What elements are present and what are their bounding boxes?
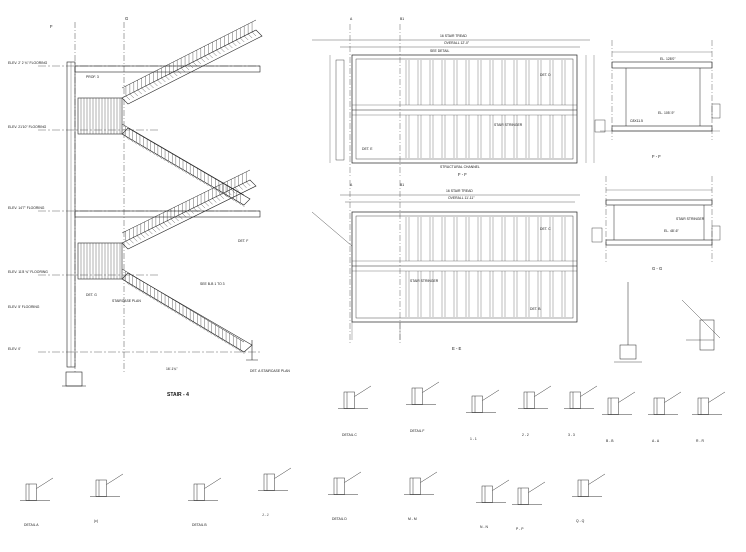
plan-top-grid-b1: B1	[400, 17, 404, 21]
detail-s-s	[614, 282, 642, 363]
detail-label: R - R	[696, 439, 704, 443]
section-f-label: F - F	[652, 154, 661, 159]
plan-bot-section-label: E - E	[452, 346, 462, 351]
elevation-level-label: ELEV. 5' FLOORING	[8, 305, 40, 309]
elevation-level-label: ELEV. 0'	[8, 347, 21, 351]
detail-label: J - J	[262, 513, 269, 517]
stair-elevation	[38, 19, 263, 387]
detail-label: 2 - 2	[522, 433, 529, 437]
section-g-note-2: STAIR STRINGER	[676, 217, 705, 221]
section-f-note-3: C8X11.5	[630, 119, 643, 123]
section-g-g	[591, 176, 721, 262]
plan-top-note-6: STRUCTURAL CHANNEL	[440, 165, 480, 169]
elev-note-prof: PROF. 3	[86, 75, 99, 79]
elevation-level-label: ELEV. 21'10" FLOORING	[8, 125, 47, 129]
elevation-level-label: ELEV. 11'8 ¾" FLOORING	[8, 270, 48, 274]
plan-top-note-4: DET. D	[540, 73, 551, 77]
plan-top-note-2: OVERALL 12'-0"	[444, 41, 470, 45]
plan-bot-note-5: STAIR STRINGER	[410, 279, 439, 283]
plan-top-grid-a: A	[350, 17, 353, 21]
detail-label: (c)	[94, 519, 98, 523]
elev-bottom-label: DET. A STAIRCASE PLAN	[250, 369, 290, 373]
detail-r-r	[681, 299, 721, 351]
plan-top-note-5: DET. E	[362, 147, 373, 151]
detail-label: DETAIL A	[24, 523, 39, 527]
elev-note-staircase-plan: STAIRCASE PLAN	[112, 299, 141, 303]
section-g-note-1: EL. 48'-6"	[664, 229, 679, 233]
plan-top-note-3: SEE DETAIL	[430, 49, 449, 53]
plan-top-note-1: 16 STAIR TREAD	[440, 34, 467, 38]
detail-label: A - A	[652, 439, 660, 443]
plan-bot-note-1: 16 STAIR TREAD	[446, 189, 473, 193]
elevation-level-label: ELEV. 14'7" FLOORING	[8, 206, 45, 210]
section-f-note-2: EL. 105'-9"	[658, 111, 675, 115]
plan-bot-grid-a: A	[350, 183, 353, 187]
plan-bot-note-2: OVERALL 11'-11"	[448, 196, 475, 200]
detail-label: Q - Q	[576, 519, 585, 523]
grid-label-f: F	[50, 24, 53, 29]
elev-note-see-bb: SEE B-B 1 TO 3	[200, 282, 225, 286]
detail-label: N - N	[480, 525, 488, 529]
plan-bot-note-4: DET. B	[530, 307, 541, 311]
plan-bot-grid-b1: B1	[400, 183, 404, 187]
plan-top-section-label: F - F	[458, 172, 467, 177]
detail-label: P - P	[516, 527, 524, 531]
detail-label: 3 - 3	[568, 433, 575, 437]
detail-label: B - B	[606, 439, 614, 443]
plan-bot-note-3: DET. C	[540, 227, 551, 231]
elevation-level-label: ELEV. 2' 2 ¾" FLOORING	[8, 61, 48, 65]
elev-dim: 16'-1¾"	[166, 367, 178, 371]
detail-label: DETAIL D	[332, 517, 347, 521]
detail-label: DETAIL F	[410, 429, 425, 433]
grid-label-g: G	[125, 16, 128, 21]
plan-top-note-7: STAIR STRINGER	[494, 123, 523, 127]
section-f-f	[594, 40, 721, 140]
elev-note-det-g: DET. G	[86, 293, 97, 297]
detail-label: 1 - 1	[470, 437, 477, 441]
elev-note-det-f: DET. F	[238, 239, 248, 243]
section-g-label: G - G	[652, 266, 662, 271]
plan-top	[312, 24, 595, 176]
section-f-note-1: EL. 128'0"	[660, 57, 676, 61]
detail-label: M - M	[408, 517, 417, 521]
main-title: STAIR - 4	[167, 392, 189, 398]
plan-bottom	[311, 180, 580, 345]
detail-label: DETAIL B	[192, 523, 207, 527]
detail-label: DETAIL C	[342, 433, 357, 437]
